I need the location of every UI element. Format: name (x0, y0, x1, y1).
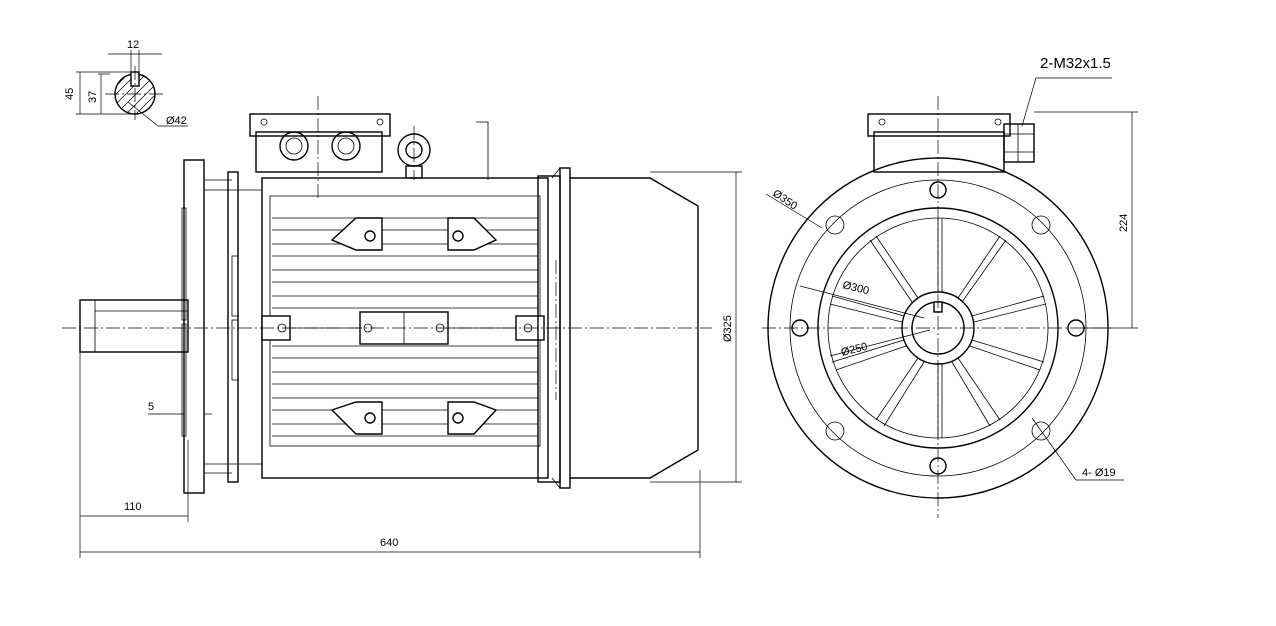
fan-cover-dia-label: Ø325 (722, 315, 734, 342)
bolt-holes-label: 4- Ø19 (1082, 467, 1116, 479)
key-width-label: 12 (127, 39, 139, 51)
spigot-dia-label: Ø250 (840, 341, 869, 359)
flange-outer-dia-label: Ø350 (770, 188, 799, 213)
cable-gland-label: 2-M32x1.5 (1040, 55, 1111, 72)
total-length-label: 640 (380, 537, 398, 549)
motor-front-view: 2-M32x1.5 224 Ø350 Ø300 Ø250 4- Ø19 (762, 55, 1138, 518)
shaft-height-inner-label: 37 (87, 91, 99, 103)
shaft-length-label: 110 (124, 501, 142, 513)
shaft-section-view: 12 45 37 Ø42 (64, 39, 188, 127)
bolt-circle-dia-label: Ø300 (841, 279, 870, 297)
flange-offset-label: 5 (148, 401, 154, 413)
cooling-fins (272, 217, 538, 437)
shaft-dia-label: Ø42 (166, 115, 187, 127)
motor-side-view: 110 640 5 Ø325 (62, 96, 742, 558)
shaft-height-outer-label: 45 (64, 88, 76, 100)
center-height-label: 224 (1118, 214, 1130, 232)
spokes (829, 218, 1047, 438)
